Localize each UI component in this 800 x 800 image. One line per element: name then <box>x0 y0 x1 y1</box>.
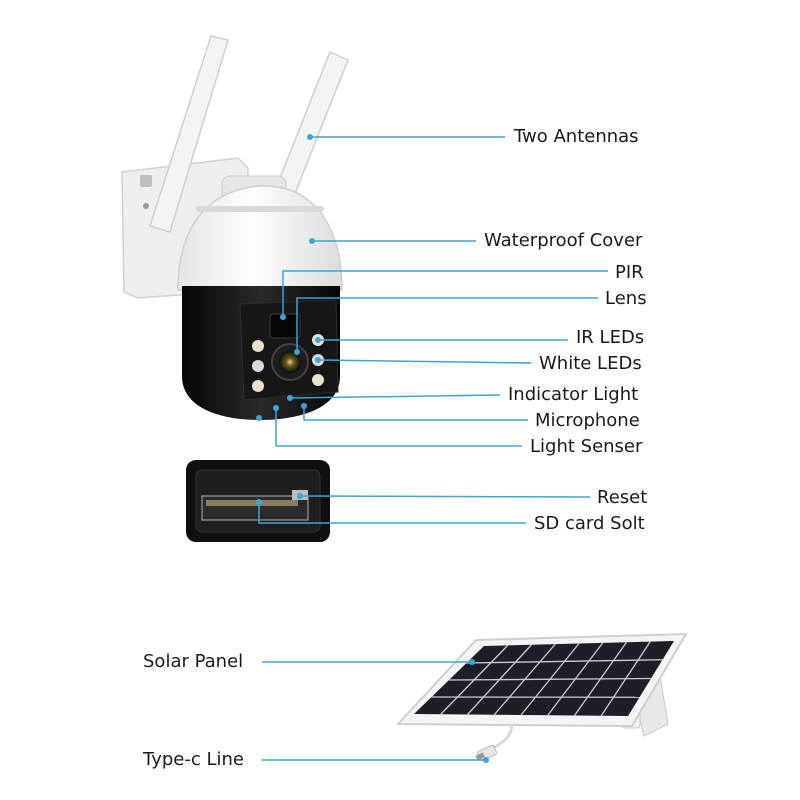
label-solar-panel: Solar Panel <box>143 651 244 672</box>
leader-endpoints <box>256 134 489 763</box>
leader-light-senser <box>275 408 522 447</box>
led-left-3 <box>252 380 264 392</box>
led-left-2 <box>252 360 264 372</box>
label-sd-card-slot: SD card Solt <box>534 513 645 534</box>
leader-sd-card <box>258 502 526 524</box>
solar-panel-illustration <box>395 632 688 762</box>
led-right-3 <box>312 374 324 386</box>
label-light-senser: Light Senser <box>530 436 643 457</box>
label-indicator-light: Indicator Light <box>508 384 639 405</box>
mount-screw-dot <box>143 203 149 209</box>
label-microphone: Microphone <box>535 410 640 431</box>
led-left-1 <box>252 340 264 352</box>
label-two-antennas: Two Antennas <box>514 126 639 147</box>
leader-white-leds <box>317 359 532 364</box>
mount-screw <box>140 175 152 187</box>
leader-indicator-light <box>289 394 501 399</box>
antenna-left <box>149 35 229 233</box>
leader-lens <box>296 297 598 352</box>
leader-pir <box>282 270 608 317</box>
label-type-c-line: Type-c Line <box>143 749 244 770</box>
leader-lines <box>258 136 608 761</box>
solar-cell-grid <box>431 641 663 717</box>
camera-illustration <box>121 35 349 420</box>
leader-microphone <box>303 406 528 421</box>
camera-lens <box>279 351 301 373</box>
label-pir: PIR <box>615 262 644 283</box>
label-reset: Reset <box>597 487 648 508</box>
leader-reset <box>299 495 591 498</box>
label-white-leds: White LEDs <box>539 353 642 374</box>
label-lens: Lens <box>605 288 647 309</box>
pir-sensor <box>269 313 301 339</box>
label-ir-leds: IR LEDs <box>576 327 645 348</box>
dome-stripe <box>196 206 324 212</box>
label-waterproof-cover: Waterproof Cover <box>484 230 643 251</box>
